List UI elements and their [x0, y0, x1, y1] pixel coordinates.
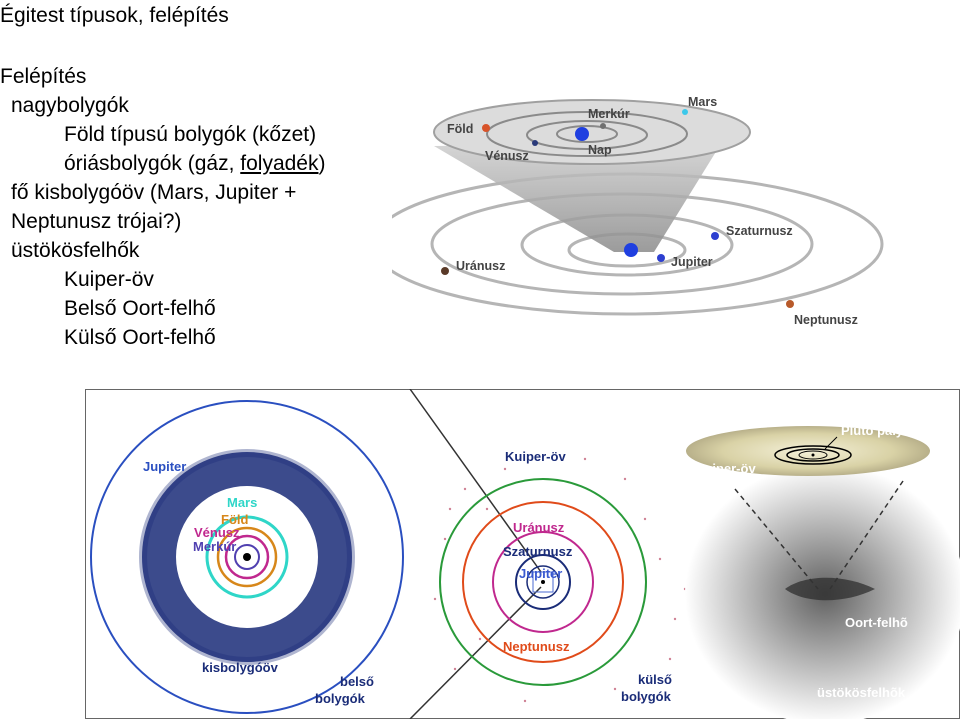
label-outer-2: bolygók — [621, 689, 672, 704]
label-outer-1: külső — [638, 672, 672, 687]
label-mars: Mars — [688, 95, 717, 109]
sun — [575, 127, 589, 141]
scale-panels: Jupiter Mars Föld Vénusz Merkúr kisbolyg… — [85, 389, 960, 719]
label-right-comet: üstökösfelhõk — [817, 685, 906, 700]
bullet-kisbolygoov-text: fő kisbolygóöv (Mars, Jupiter + Neptunus… — [0, 178, 351, 236]
label-szaturnusz: Szaturnusz — [726, 224, 793, 238]
label-right-pluto: Plútó pályája — [841, 423, 922, 438]
bullet-kuiper: Kuiper-öv — [0, 265, 390, 294]
jupiter — [657, 254, 665, 262]
bullet-kisbolygoov: fő kisbolygóöv (Mars, Jupiter + Neptunus… — [0, 178, 390, 236]
sun-dot-right — [812, 454, 815, 457]
label-right-oort: Oort-felhõ — [845, 615, 908, 630]
label-venusz: Vénusz — [485, 149, 529, 163]
label-right-kuiper: Kuiper-öv — [695, 461, 756, 476]
bullet-ustokosfelhok: üstökösfelhők — [0, 236, 390, 265]
mars — [682, 109, 688, 115]
underlined-word: folyadék — [240, 152, 318, 175]
sun-dot — [243, 553, 251, 561]
label-mid-uranusz: Uránusz — [513, 520, 565, 535]
label-left-jupiter: Jupiter — [143, 459, 186, 474]
uranus — [441, 267, 449, 275]
bullet-oriasbolygok: óriásbolygók (gáz, folyadék) — [0, 149, 390, 178]
bullet-oriasbolygok-text: óriásbolygók (gáz, — [64, 152, 240, 175]
label-left-belt: kisbolygóöv — [202, 660, 279, 675]
outline-heading: Felépítés — [0, 62, 390, 91]
label-mid-szaturnusz: Szaturnusz — [503, 544, 573, 559]
label-left-mars: Mars — [227, 495, 257, 510]
label-mid-neptunusz: Neptunusz — [503, 639, 570, 654]
label-mid-jupiter: Jupiter — [519, 566, 562, 581]
label-neptunusz: Neptunusz — [794, 313, 858, 327]
saturn — [711, 232, 719, 240]
mercury — [600, 123, 606, 129]
sun-outer — [624, 243, 638, 257]
label-uranusz: Uránusz — [456, 259, 505, 273]
earth — [482, 124, 490, 132]
bullet-fold-tipusu: Föld típusú bolygók (kőzet) — [0, 120, 390, 149]
label-nap: Nap — [588, 143, 612, 157]
slide-title: Égitest típusok, felépítés — [0, 4, 229, 28]
label-left-venusz: Vénusz — [194, 525, 240, 540]
outline: Felépítés nagybolygók Föld típusú bolygó… — [0, 62, 390, 352]
venus — [532, 140, 538, 146]
solar-system-diagram: Merkúr Mars Föld Vénusz Nap Szaturnusz J… — [392, 84, 952, 344]
bullet-oriasbolygok-end: ) — [318, 152, 325, 175]
label-inner-2: bolygók — [315, 691, 366, 706]
label-left-merkur: Merkúr — [193, 539, 236, 554]
bullet-belso-oort: Belső Oort-felhő — [0, 294, 390, 323]
label-fold: Föld — [447, 122, 473, 136]
label-mid-kuiper: Kuiper-öv — [505, 449, 566, 464]
neptune — [786, 300, 794, 308]
label-jupiter: Jupiter — [671, 255, 713, 269]
label-inner-1: belső — [340, 674, 374, 689]
bullet-nagybolygok: nagybolygók — [0, 91, 390, 120]
label-merkur: Merkúr — [588, 107, 630, 121]
bullet-kulso-oort: Külső Oort-felhő — [0, 323, 390, 352]
